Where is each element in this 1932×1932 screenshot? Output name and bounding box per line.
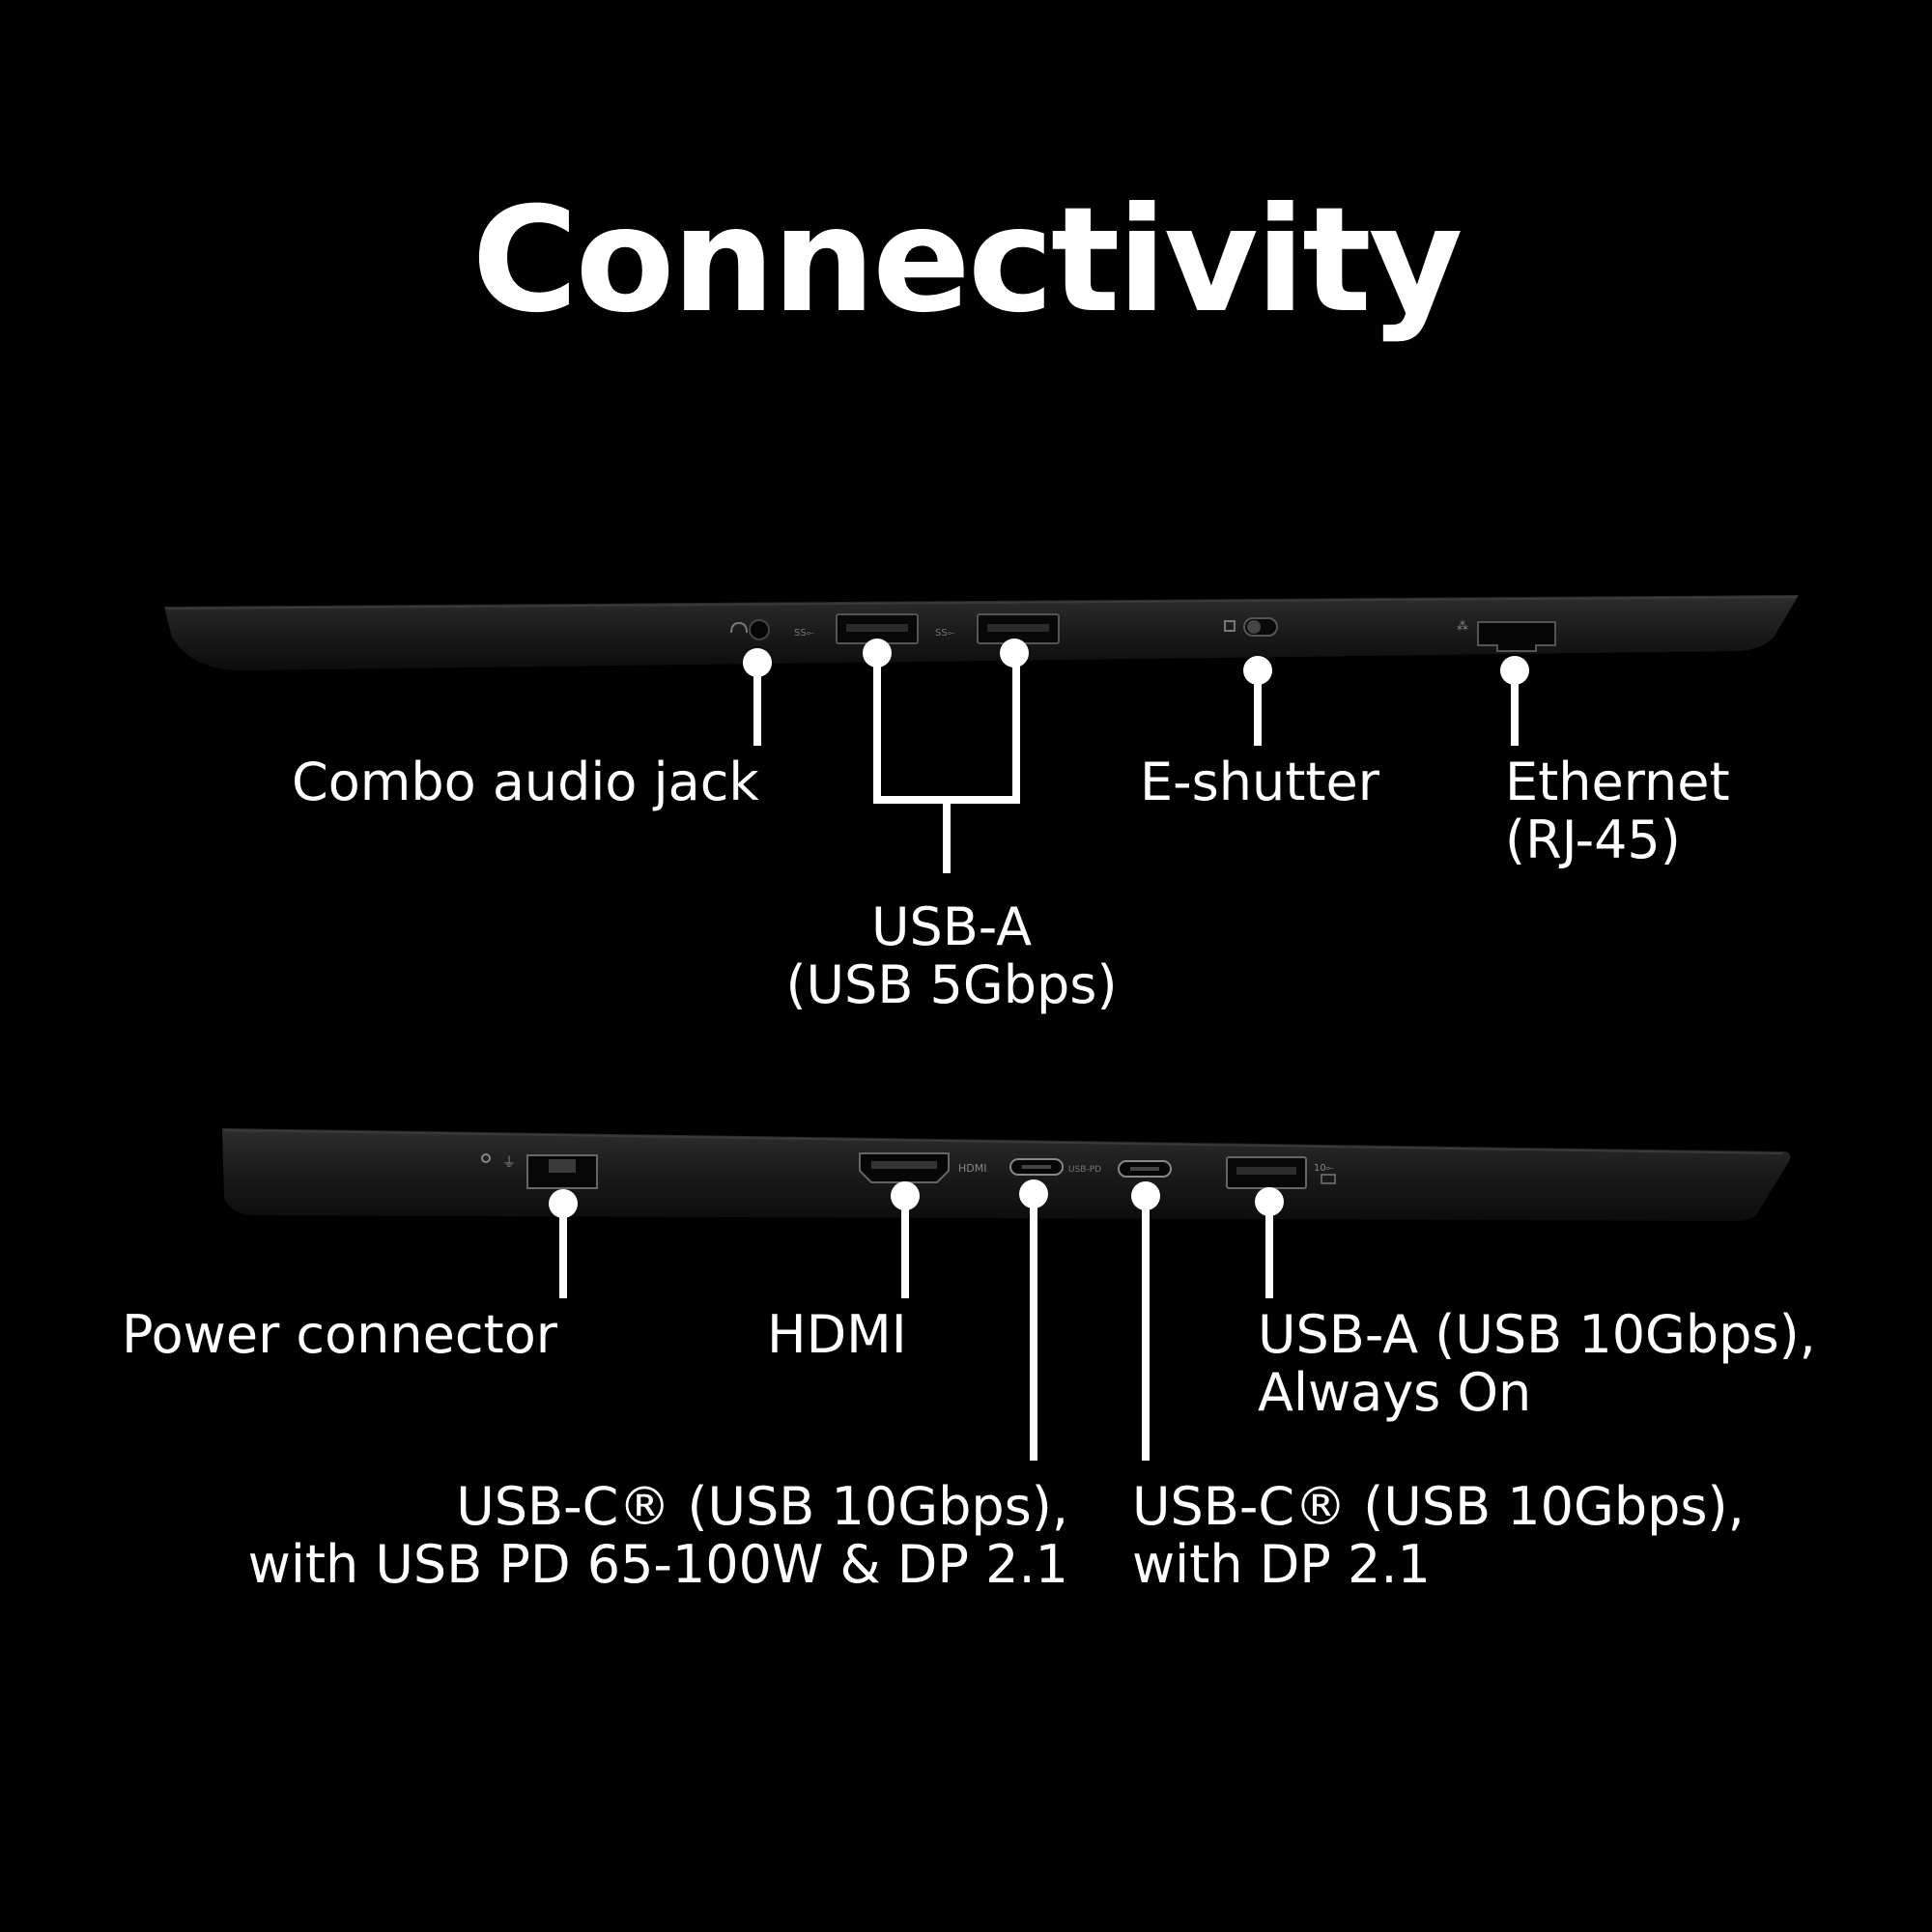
callout-dots <box>549 639 1529 1218</box>
label-hdmi: HDMI <box>767 1304 907 1365</box>
svg-text:HDMI: HDMI <box>958 1162 986 1175</box>
usb-c-pd-port: USB-PD <box>1009 1158 1101 1176</box>
page-title: Connectivity <box>471 177 1463 345</box>
label-combo-audio-jack: Combo audio jack <box>292 752 759 812</box>
usb-c-dp-port <box>1118 1160 1172 1178</box>
dot-hdmi <box>891 1181 920 1210</box>
label-ethernet: Ethernet (RJ-45) <box>1505 752 1730 870</box>
dot-e-shutter <box>1243 656 1272 685</box>
dot-usb-c-pd <box>1019 1179 1048 1208</box>
svg-text:USB-PD: USB-PD <box>1068 1165 1101 1175</box>
laptop-left-side: SS⟜ SS⟜ ⁂ <box>164 595 1799 670</box>
ethernet-port: ⁂ <box>1457 619 1556 652</box>
svg-text:⏚: ⏚ <box>502 1155 516 1171</box>
dot-usb-a-1 <box>863 639 892 668</box>
dot-usb-a10 <box>1255 1187 1284 1216</box>
power-connector-port: ⏚ <box>481 1153 598 1189</box>
dot-audio <box>743 648 772 677</box>
callout-usb-a-bracket <box>873 655 1020 804</box>
dot-usb-a-2 <box>1000 639 1029 668</box>
callout-lines <box>559 655 1519 1461</box>
svg-text:SS⟜: SS⟜ <box>935 628 955 639</box>
laptop-right-side: ⏚ HDMI USB-PD 10⟜ <box>222 1128 1791 1221</box>
e-shutter-switch <box>1224 617 1278 637</box>
dot-usb-c-dp <box>1131 1181 1160 1210</box>
dot-ethernet <box>1500 656 1529 685</box>
label-usb-a-5gbps: USB-A (USB 5Gbps) <box>785 896 1118 1015</box>
label-power-connector: Power connector <box>122 1304 557 1365</box>
label-e-shutter: E-shutter <box>1140 752 1379 812</box>
svg-text:10⟜: 10⟜ <box>1314 1163 1334 1174</box>
hdmi-port: HDMI <box>859 1152 986 1183</box>
label-usb-a-10gbps: USB-A (USB 10Gbps), Always On <box>1258 1304 1816 1423</box>
label-usb-c-dp: USB-C® (USB 10Gbps), with DP 2.1 <box>1132 1476 1745 1595</box>
svg-text:SS⟜: SS⟜ <box>794 628 814 639</box>
svg-text:⁂: ⁂ <box>1457 619 1468 633</box>
label-usb-c-pd: USB-C® (USB 10Gbps), with USB PD 65-100W… <box>247 1476 1068 1595</box>
combo-audio-jack-port <box>730 619 770 640</box>
dot-power <box>549 1189 578 1218</box>
